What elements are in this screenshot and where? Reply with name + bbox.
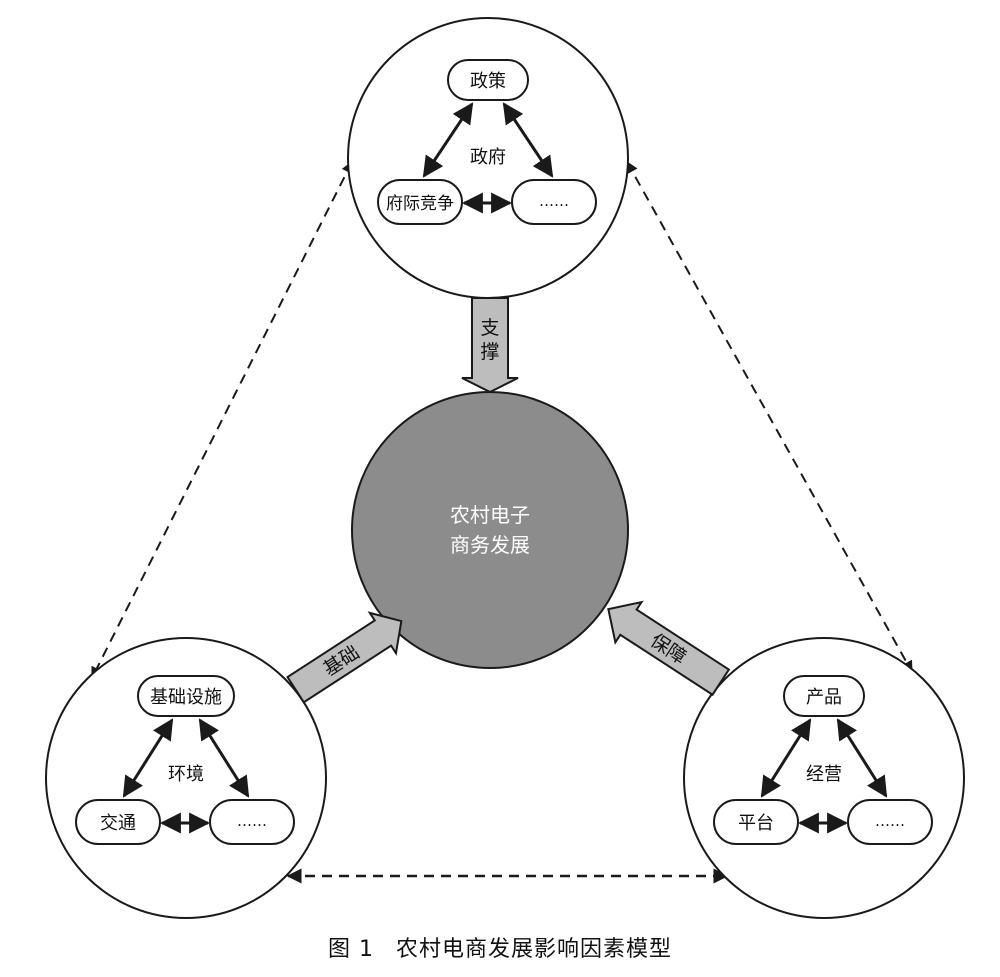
center-label-line2: 商务发展 xyxy=(450,533,530,557)
link-policy-competition xyxy=(422,102,474,178)
node-transport-label: 交通 xyxy=(100,813,136,834)
guarantee-arrow-shape xyxy=(607,600,731,697)
support-arrow-shape xyxy=(461,297,519,394)
node-infrastructure-label: 基础设施 xyxy=(150,687,222,708)
center-node: 农村电子 商务发展 xyxy=(351,391,629,669)
cluster-operation-circle xyxy=(683,637,965,919)
cluster-environment-circle xyxy=(45,637,327,919)
link-policy-ellipsis xyxy=(502,102,554,178)
support-arrow-label-2: 撑 xyxy=(480,341,499,363)
node-platform-label: 平台 xyxy=(738,813,774,834)
hub-government-label: 政府 xyxy=(470,147,506,168)
dashed-link-top-left xyxy=(91,160,353,680)
link-product-ellipsis xyxy=(836,718,888,798)
center-label-line1: 农村电子 xyxy=(450,503,530,527)
support-arrow-label-1: 支 xyxy=(480,317,499,339)
link-infra-ellipsis xyxy=(198,718,250,798)
foundation-arrow-shape xyxy=(286,611,403,704)
node-product xyxy=(783,675,865,717)
link-product-platform xyxy=(760,718,812,798)
cluster-government: 政策 府际竞争 …… 政府 xyxy=(347,17,629,299)
influence-model-diagram: 政策 府际竞争 …… 政府 基础设施 交通 …… 环境 产品 平台 …… 经营 xyxy=(45,17,965,919)
link-infra-transport xyxy=(122,718,174,798)
node-intergov-competition-label: 府际竞争 xyxy=(386,194,454,214)
dashed-link-top-right xyxy=(626,160,913,674)
figure-number: 图 1 xyxy=(327,937,374,962)
cluster-operation: 产品 平台 …… 经营 xyxy=(683,637,965,919)
cluster-environment: 基础设施 交通 …… 环境 xyxy=(45,637,327,919)
node-right-ellipsis-label: …… xyxy=(875,812,905,830)
guarantee-arrow: 保障 xyxy=(607,600,731,697)
figure-caption: 图 1 农村电商发展影响因素模型 xyxy=(0,932,1000,968)
figure-title: 农村电商发展影响因素模型 xyxy=(395,937,672,962)
node-top-ellipsis-label: …… xyxy=(539,192,569,210)
node-policy-label: 政策 xyxy=(470,71,506,92)
node-infrastructure xyxy=(137,675,235,717)
node-policy xyxy=(447,59,529,101)
node-product-label: 产品 xyxy=(806,687,842,708)
hub-operation-label: 经营 xyxy=(806,764,842,785)
node-left-ellipsis-label: …… xyxy=(237,812,267,830)
hub-environment-label: 环境 xyxy=(168,764,204,785)
support-arrow: 支 撑 xyxy=(461,297,519,394)
